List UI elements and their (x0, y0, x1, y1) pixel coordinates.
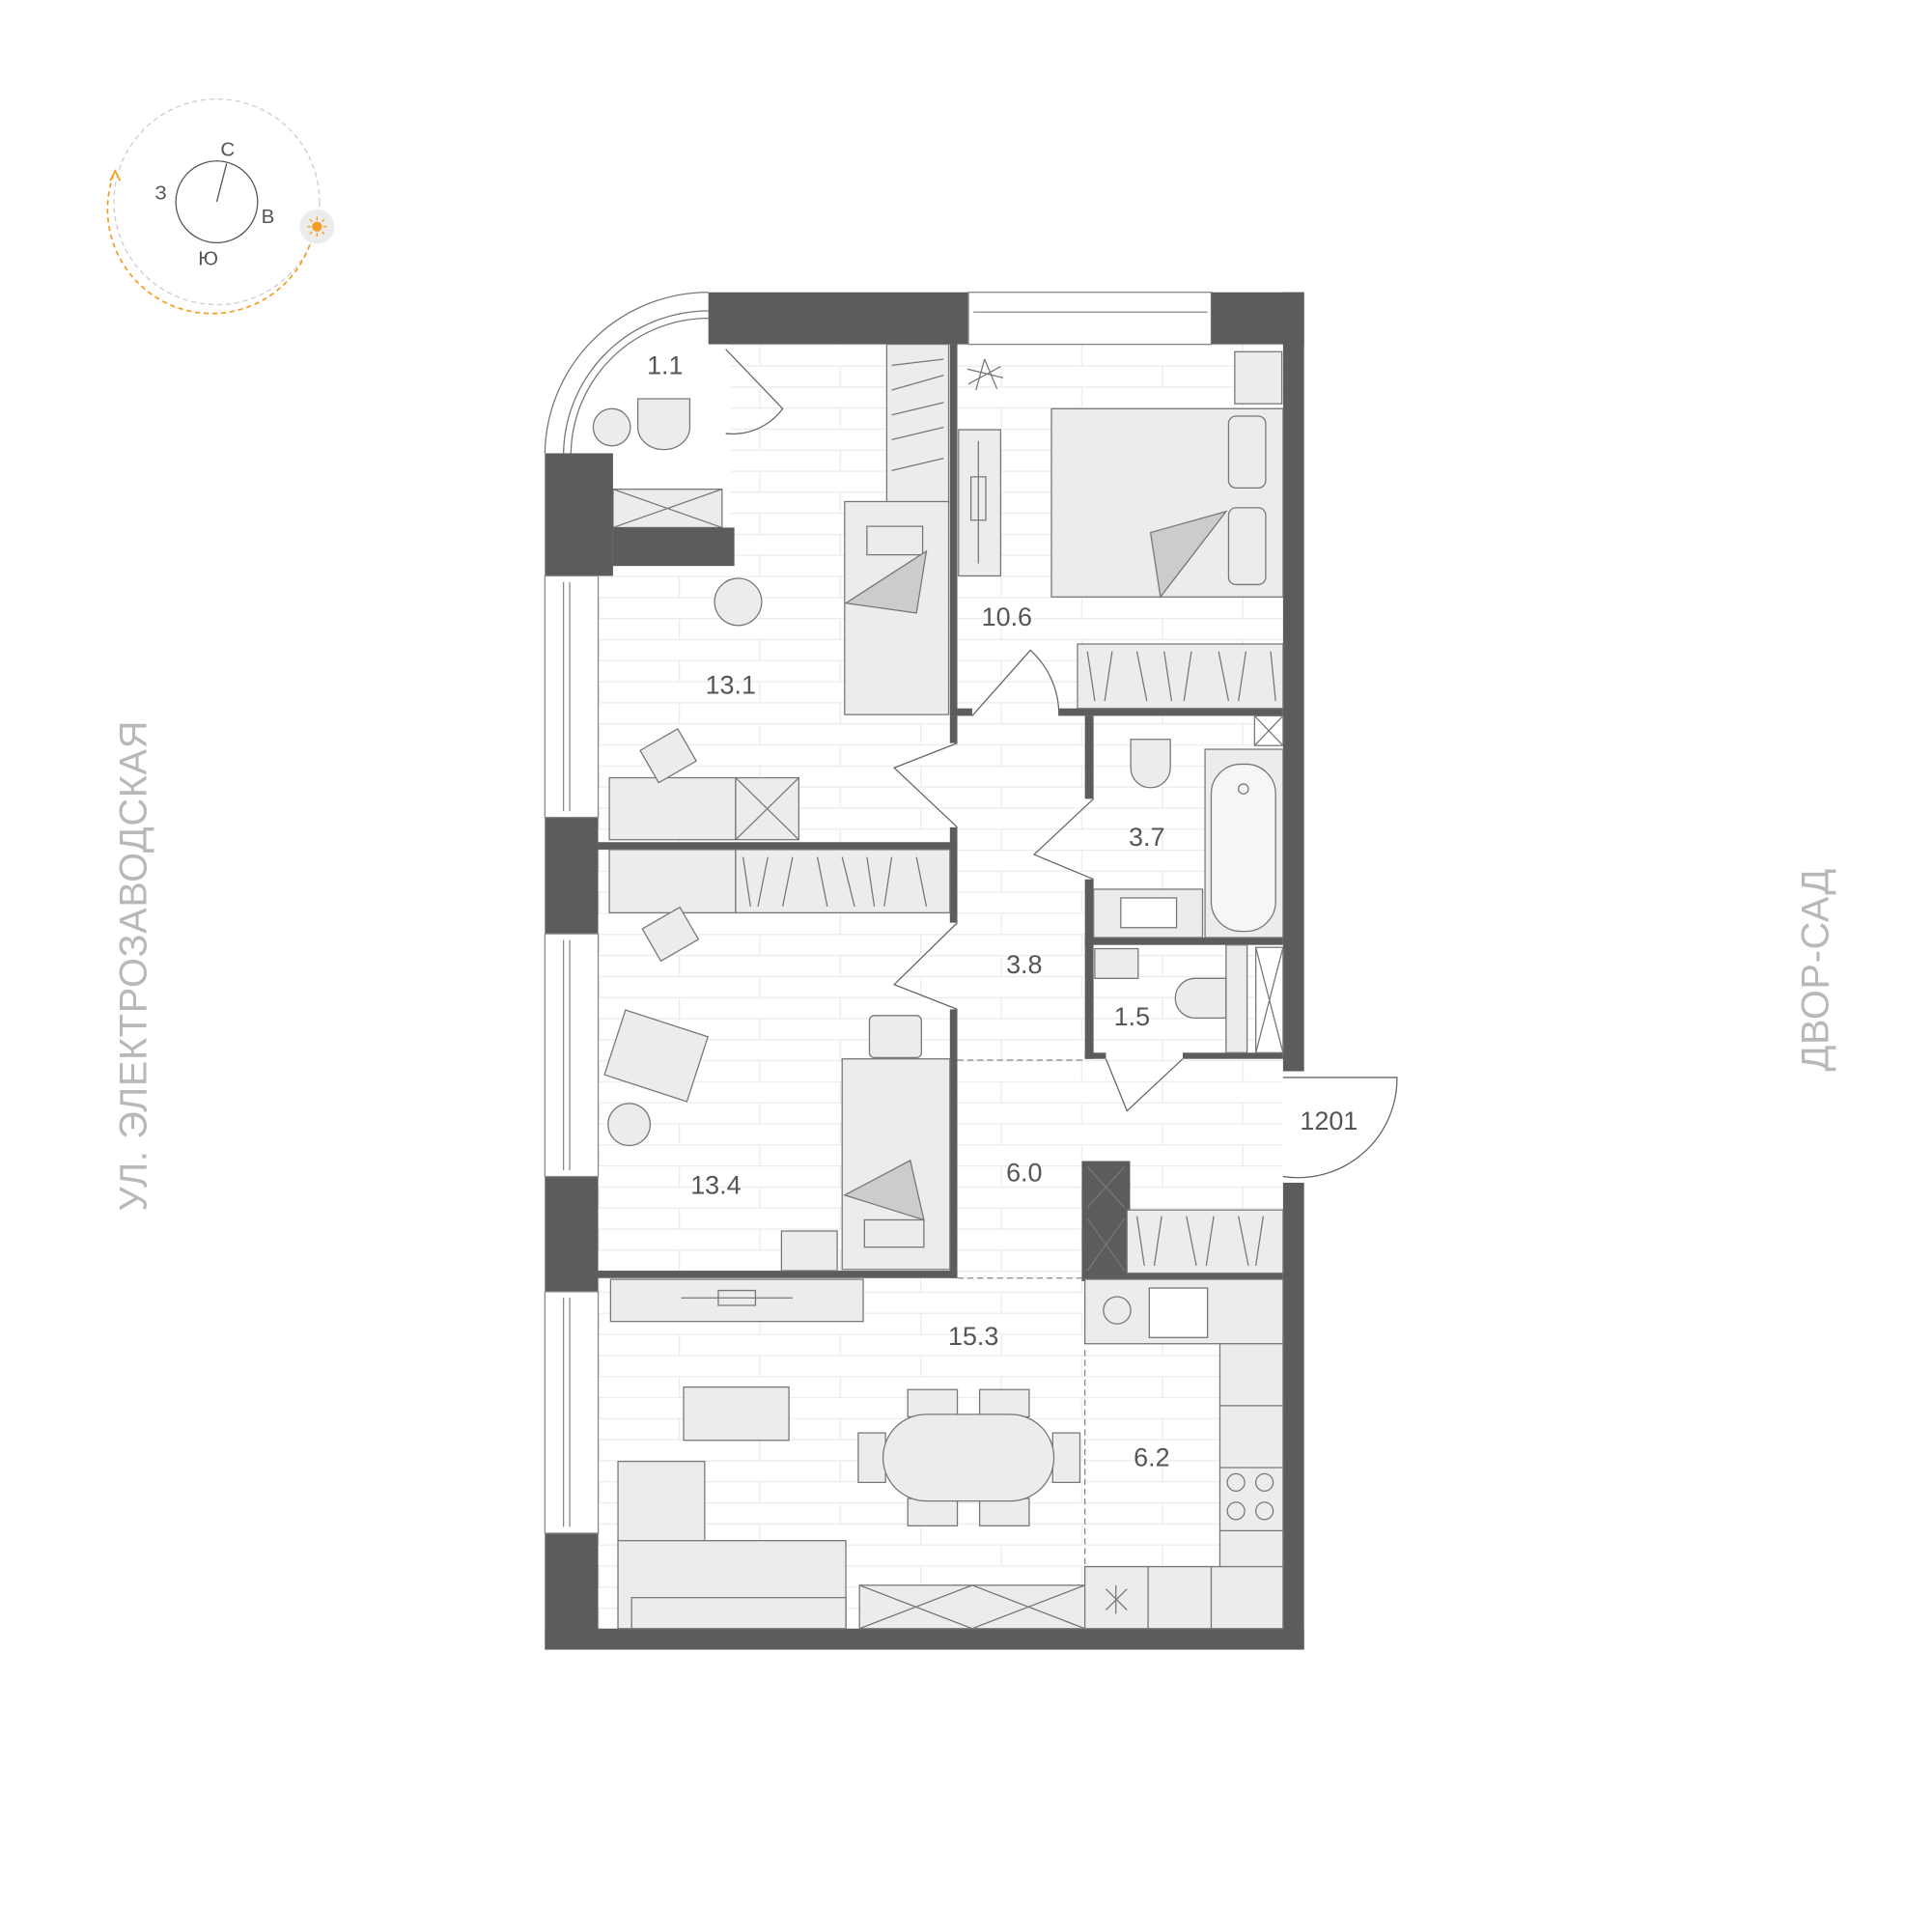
room-area-balcony: 1.1 (647, 350, 683, 379)
room-area-corridor: 3.8 (1006, 950, 1042, 979)
street-label-left: УЛ. ЭЛЕКТРОЗАВОДСКАЯ (112, 720, 154, 1212)
room-area-kitchen: 6.2 (1134, 1443, 1169, 1472)
entrance-door (1282, 1077, 1398, 1179)
street-label-right: ДВОР-САД (1794, 868, 1836, 1072)
furniture (603, 343, 1284, 1630)
compass: С З В Ю (106, 98, 335, 315)
room-area-hall: 6.0 (1006, 1159, 1042, 1188)
room-area-wc: 1.5 (1114, 1002, 1150, 1031)
compass-south: Ю (198, 247, 218, 269)
compass-north: С (220, 139, 235, 161)
compass-west: З (154, 182, 166, 205)
balcony (544, 292, 731, 529)
sun-icon (299, 209, 335, 244)
room-area-bedroom-1: 13.1 (706, 670, 756, 699)
plant-icon (966, 358, 1004, 391)
room-area-bedroom-2: 13.4 (690, 1171, 741, 1200)
room-area-master-bedroom: 10.6 (982, 602, 1032, 631)
room-area-living: 15.3 (948, 1322, 998, 1351)
apartment-number: 1201 (1300, 1106, 1358, 1135)
walls (544, 292, 1304, 1650)
compass-east: В (262, 206, 275, 228)
room-area-bathroom: 3.7 (1129, 823, 1164, 852)
doors (725, 349, 1398, 1179)
